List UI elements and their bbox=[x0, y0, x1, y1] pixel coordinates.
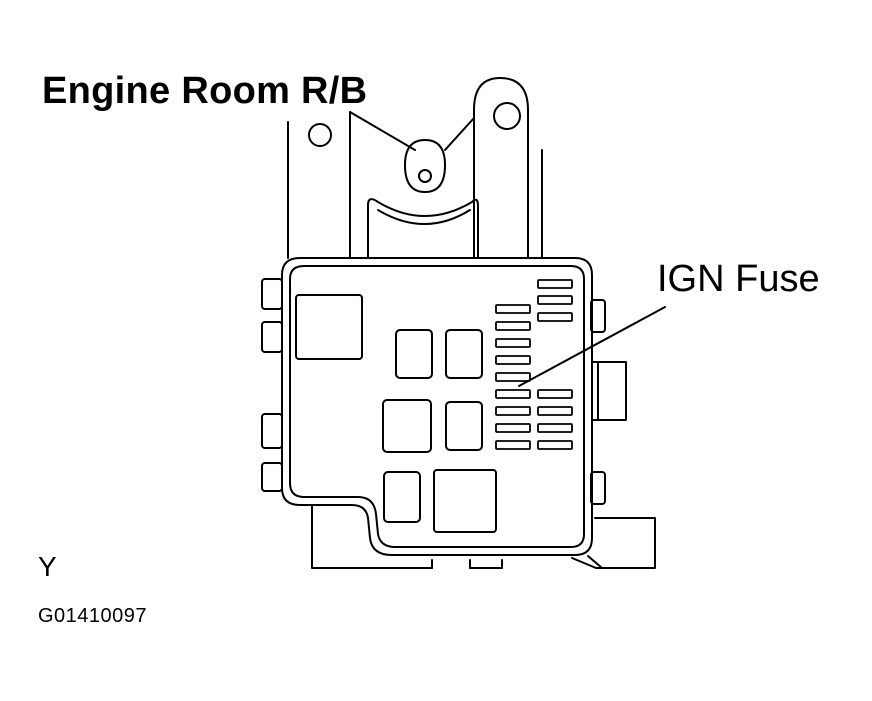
right-connector bbox=[591, 361, 627, 421]
bracket-hole-right bbox=[493, 102, 521, 130]
relay bbox=[383, 471, 421, 523]
bottom-base bbox=[311, 505, 656, 569]
diagram-title: Engine Room R/B bbox=[42, 70, 368, 112]
relay-large bbox=[433, 469, 497, 533]
relay-block-housing bbox=[281, 257, 593, 556]
fuse bbox=[495, 321, 531, 331]
ign-fuse-leader-line bbox=[518, 306, 666, 387]
fuse bbox=[537, 406, 573, 416]
ign-fuse-label: IGN Fuse bbox=[657, 258, 820, 300]
relay bbox=[395, 329, 433, 379]
fuse bbox=[537, 423, 573, 433]
bracket-hole-center bbox=[418, 169, 432, 183]
fuse bbox=[495, 372, 531, 382]
fuse bbox=[495, 338, 531, 348]
fuse bbox=[537, 312, 573, 322]
fuse bbox=[495, 304, 531, 314]
fuse-ign bbox=[495, 389, 531, 399]
fuses bbox=[495, 279, 573, 450]
fuse bbox=[537, 440, 573, 450]
fuse bbox=[537, 389, 573, 399]
fuse bbox=[495, 440, 531, 450]
fuse bbox=[495, 355, 531, 365]
relay bbox=[445, 329, 483, 379]
relay bbox=[382, 399, 432, 453]
mounting-bracket bbox=[287, 77, 543, 259]
fuse bbox=[537, 279, 573, 289]
relay-block-housing-inner bbox=[289, 265, 585, 548]
fuse bbox=[495, 423, 531, 433]
corner-code: Y bbox=[38, 551, 57, 582]
fuse bbox=[495, 406, 531, 416]
fuse bbox=[537, 295, 573, 305]
figure-id: G01410097 bbox=[38, 605, 148, 627]
relay-large bbox=[295, 294, 363, 360]
relay bbox=[445, 401, 483, 451]
relays bbox=[295, 294, 497, 533]
bracket-hole-left bbox=[308, 123, 332, 147]
